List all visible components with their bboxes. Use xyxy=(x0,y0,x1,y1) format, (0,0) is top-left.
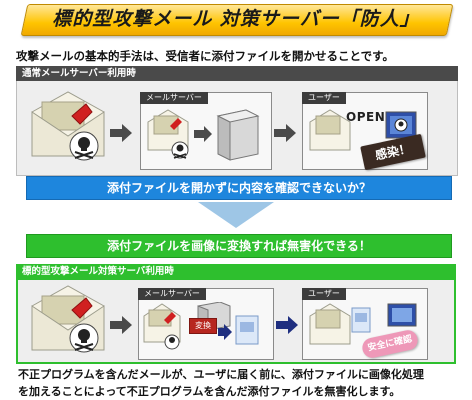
skull-icon xyxy=(394,118,408,132)
mail-server-label: メールサーバー xyxy=(140,92,208,104)
envelope-icon xyxy=(309,109,351,151)
envelope-icon xyxy=(143,303,181,343)
incoming-mail-icon xyxy=(31,285,105,353)
skull-icon xyxy=(69,323,99,353)
footer-line: 不正プログラムを含んだメールが、ユーザに届く前に、添付ファイルに画像化処理 xyxy=(18,368,424,381)
arrow-right-icon xyxy=(274,124,296,142)
image-file-icon xyxy=(235,315,259,345)
fort-user-label: ユーザー xyxy=(302,288,346,300)
arrow-right-icon xyxy=(276,316,298,334)
open-label: OPEN xyxy=(346,110,386,124)
arrow-right-icon xyxy=(194,126,212,142)
envelope-icon xyxy=(309,303,351,345)
fort-user-contents xyxy=(309,303,417,345)
convert-box: 変換 xyxy=(189,318,217,334)
skull-icon xyxy=(171,141,189,159)
intro-text: 攻撃メールの基本的手法は、受信者に添付ファイルを開かせることです。 xyxy=(16,49,395,63)
footer-line: を加えることによって不正プログラムを含んだ添付ファイルを無害化します。 xyxy=(18,385,401,398)
monitor-icon xyxy=(387,303,417,327)
solution-bar: 添付ファイルを画像に変換すれば無害化できる！ xyxy=(26,234,452,258)
user-label: ユーザー xyxy=(302,92,346,104)
mail-server-contents xyxy=(147,109,260,161)
envelope-icon xyxy=(147,109,189,151)
down-arrow-icon xyxy=(198,202,274,228)
footer-text: 不正プログラムを含んだメールが、ユーザに届く前に、添付ファイルに画像化処理 を加… xyxy=(18,366,458,400)
arrow-right-icon xyxy=(110,316,132,334)
skull-icon xyxy=(164,334,180,350)
arrow-right-icon xyxy=(110,124,132,142)
normal-panel-header: 通常メールサーバー利用時 xyxy=(16,66,458,81)
user-contents xyxy=(309,109,417,151)
arrow-right-icon xyxy=(218,324,232,340)
fort-mail-server-label: メールサーバー xyxy=(138,288,206,300)
incoming-mail-icon xyxy=(31,91,105,161)
page-title: 標的型攻撃メール 対策サーバー「防人」 xyxy=(52,8,420,30)
question-bar: 添付ファイルを開かずに内容を確認できないか？ xyxy=(26,176,452,200)
server-icon xyxy=(216,109,260,161)
image-file-icon xyxy=(351,307,371,333)
skull-icon xyxy=(69,131,99,161)
fort-panel-header: 標的型攻撃メール対策サーバ利用時 xyxy=(16,264,456,280)
